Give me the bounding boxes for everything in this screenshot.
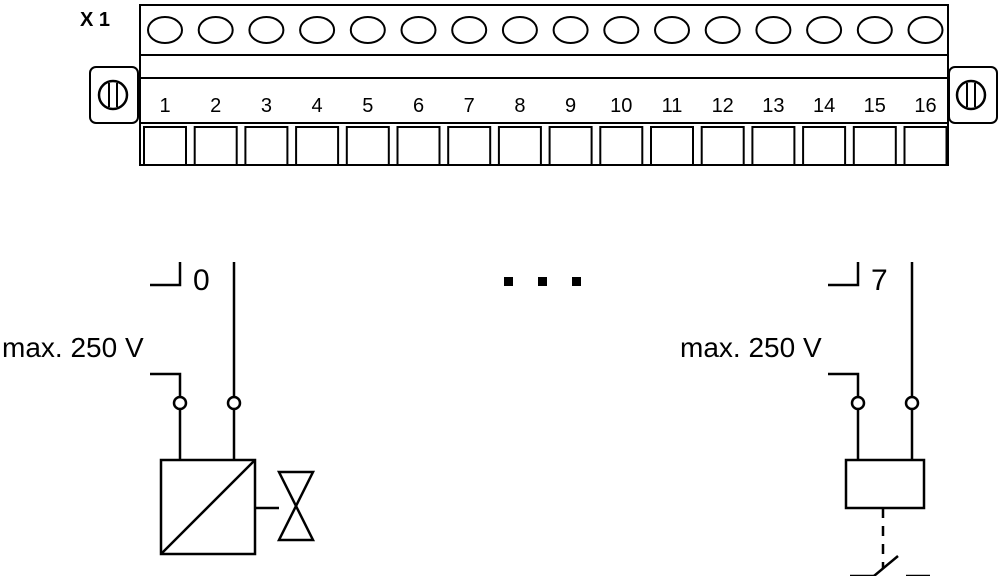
wire-slot	[751, 126, 796, 166]
screw-hole	[856, 16, 893, 44]
terminal-number: 13	[762, 95, 784, 117]
terminal-number: 16	[914, 95, 936, 117]
output-channel-label: 7	[871, 264, 888, 297]
wire-slot	[700, 126, 745, 166]
terminal-number: 15	[864, 95, 886, 117]
contact-symbol-lower	[828, 372, 860, 396]
wire-slot	[599, 126, 644, 166]
wire-slot	[295, 126, 340, 166]
screw-hole	[755, 16, 792, 44]
terminal-number: 6	[413, 95, 424, 117]
screw-hole	[147, 16, 183, 44]
contact-symbol-upper	[150, 262, 182, 287]
wire-slot	[497, 126, 542, 166]
terminal-point	[904, 395, 920, 411]
screw-hole-row	[147, 16, 944, 44]
right-screw-icon	[955, 79, 987, 111]
terminal-number: 9	[565, 95, 576, 117]
solenoid-coil-icon	[159, 458, 257, 556]
terminal-point	[226, 395, 242, 411]
voltage-rating-label: max. 250 V	[2, 332, 144, 363]
terminal-number: 8	[514, 95, 525, 117]
ellipsis-icon	[504, 277, 581, 286]
screw-hole	[451, 16, 488, 44]
wire-slot-strip	[139, 122, 949, 166]
terminal-number: 5	[362, 95, 373, 117]
screw-hole	[349, 16, 386, 44]
left-mounting-ear	[89, 66, 139, 124]
terminal-number: 4	[312, 95, 323, 117]
terminal-number: 3	[261, 95, 272, 117]
screw-hole	[704, 16, 741, 44]
contact-symbol-upper	[828, 262, 860, 287]
terminal-number: 12	[712, 95, 734, 117]
connector-label: X 1	[80, 9, 110, 31]
output-7-circuit: 7 max. 250 V	[680, 262, 930, 576]
wire-slot	[802, 126, 847, 166]
relay-contact-icon	[850, 555, 930, 576]
screw-hole	[248, 16, 285, 44]
screw-hole	[299, 16, 336, 44]
wire-slot	[650, 126, 694, 166]
wire-slot	[447, 126, 492, 166]
contact-symbol-lower	[150, 372, 182, 396]
screw-hole	[806, 16, 843, 44]
wire-slot	[396, 126, 441, 166]
terminal-number: 11	[662, 95, 683, 117]
wire-slot	[345, 126, 390, 166]
screw-hole	[501, 16, 538, 44]
valve-icon	[276, 470, 316, 542]
screw-hole	[400, 16, 437, 44]
terminal-point	[850, 395, 866, 411]
screw-hole	[603, 16, 640, 44]
screw-hole	[654, 16, 690, 44]
wire-slot	[903, 126, 948, 166]
output-channel-label: 0	[193, 264, 210, 297]
terminal-number: 10	[610, 95, 632, 117]
wire-slot	[193, 126, 238, 166]
screw-hole	[907, 16, 944, 44]
wire-slot-row	[143, 126, 948, 166]
wire-slot	[548, 126, 593, 166]
terminal-number: 2	[210, 95, 221, 117]
relay-coil-icon	[844, 458, 926, 510]
wire-slot	[244, 126, 289, 166]
wire-slot	[852, 126, 897, 166]
screw-hole	[552, 16, 589, 44]
terminal-number: 1	[159, 95, 170, 117]
left-screw-icon	[97, 79, 129, 111]
output-0-circuit: 0 max. 250 V	[2, 262, 316, 556]
terminal-point	[172, 395, 188, 411]
terminal-number: 7	[464, 95, 475, 117]
voltage-rating-label: max. 250 V	[680, 332, 822, 363]
screw-hole	[197, 16, 234, 44]
terminal-number: 14	[813, 95, 835, 117]
wire-slot	[143, 126, 187, 166]
